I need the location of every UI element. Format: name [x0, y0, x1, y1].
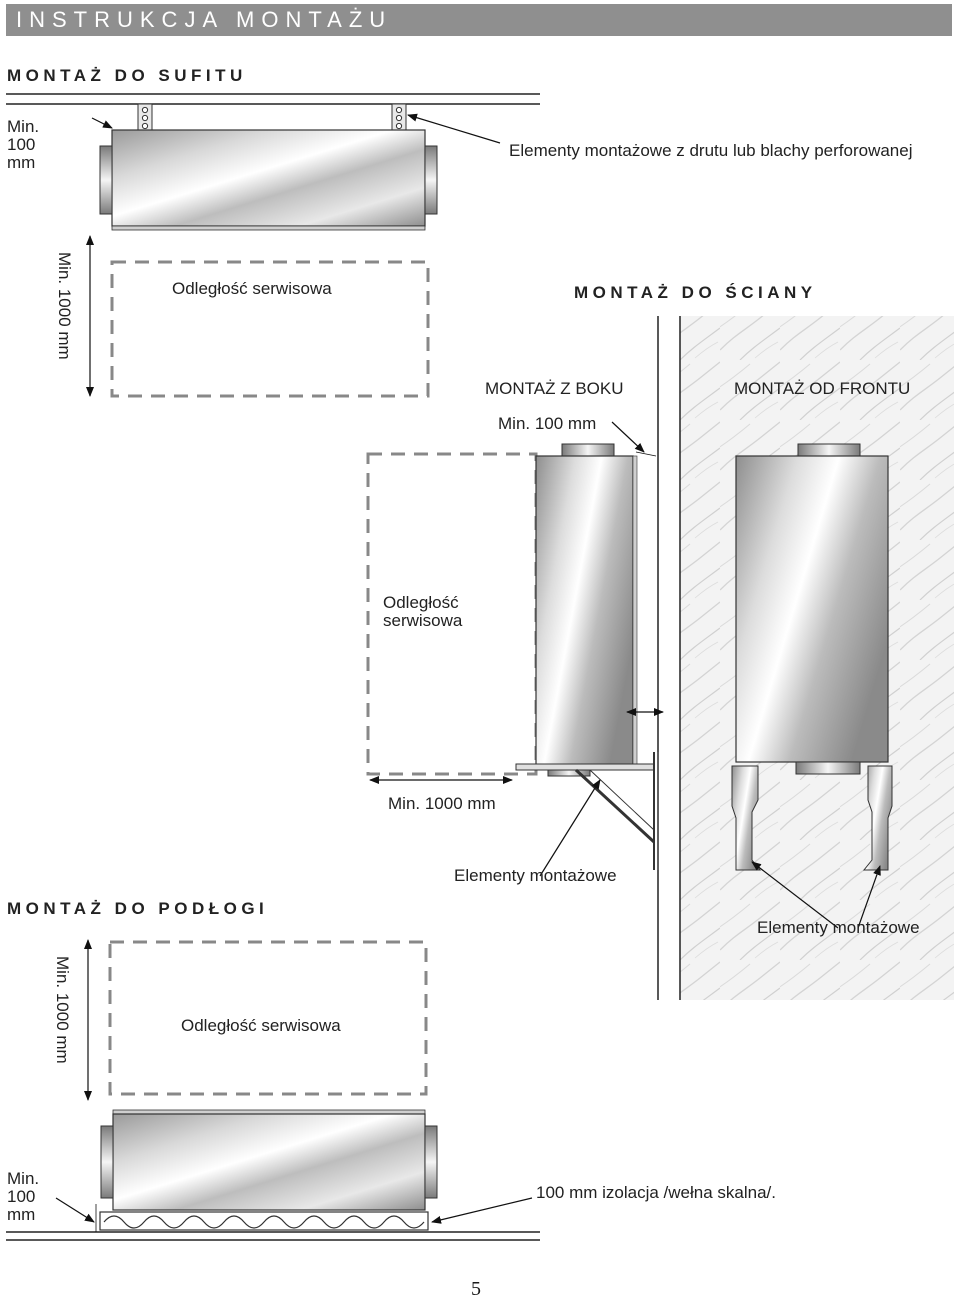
ceiling-hangers-label: Elementy montażowe z drutu lub blachy pe… [509, 141, 913, 160]
ceiling-service-area [110, 260, 430, 398]
floor-service-area [108, 940, 428, 1096]
ceiling-min-label: Min. 100 mm [7, 117, 40, 172]
wall-service-label: Odległość serwisowa [383, 593, 463, 630]
front-unit-collar-top [797, 443, 861, 457]
page-number: 5 [471, 1278, 481, 1300]
ceiling-unit-collar-left [99, 145, 113, 215]
wall-horizontal-dimension-label: Min. 1000 mm [388, 794, 496, 813]
floor-unit-collar-left [100, 1125, 114, 1199]
section-ceiling-title: MONTAŻ DO SUFITU [7, 66, 247, 85]
section-floor-title: MONTAŻ DO PODŁOGI [7, 899, 269, 918]
ceiling-mount-group [6, 93, 540, 398]
wall-side-mount-elements-label: Elementy montażowe [454, 866, 617, 885]
wall-min-side-label: Min. 100 mm [498, 414, 597, 433]
front-unit-body [735, 455, 889, 763]
wall-front-mount-label: MONTAŻ OD FRONTU [734, 379, 911, 398]
ceiling-vertical-dimension-label: Min. 1000 mm [55, 252, 74, 360]
floor-insulation-label: 100 mm izolacja /wełna skalna/. [536, 1183, 777, 1202]
wall-mount-group [366, 316, 954, 1000]
page-title: INSTRUKCJA MONTAŻU [16, 7, 393, 32]
side-bracket-shelf [515, 763, 655, 771]
floor-mount-group [6, 939, 540, 1241]
title-bar: INSTRUKCJA MONTAŻU [6, 4, 952, 36]
side-unit-collar-top [561, 443, 615, 457]
floor-vertical-dimension-label: Min. 1000 mm [53, 956, 72, 1064]
floor-service-label: Odległość serwisowa [181, 1016, 341, 1035]
floor-unit-body [112, 1113, 426, 1211]
ceiling-service-label: Odległość serwisowa [172, 279, 332, 298]
side-unit-body [535, 455, 634, 767]
ceiling-unit-collar-right [424, 145, 438, 215]
wall-side-mount-label: MONTAŻ Z BOKU [485, 379, 624, 398]
insulation-layer [99, 1211, 429, 1231]
section-wall-title: MONTAŻ DO ŚCIANY [574, 283, 817, 302]
floor-unit-collar-right [424, 1125, 438, 1199]
ceiling-unit-body [111, 129, 426, 227]
wall-front-mount-elements-label: Elementy montażowe [757, 918, 920, 937]
floor-min-label: Min. 100 mm [7, 1169, 40, 1224]
front-unit-collar-bottom [795, 761, 861, 775]
